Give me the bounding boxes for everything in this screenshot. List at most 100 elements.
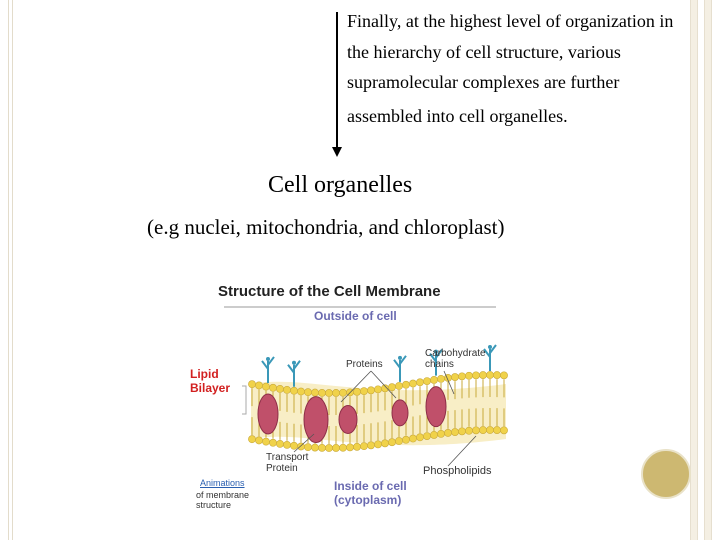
- lipid-head: [318, 388, 326, 397]
- lipid-head: [262, 382, 270, 391]
- lipid-head: [500, 426, 508, 435]
- pointer-carb: [443, 370, 455, 395]
- lipid-head: [472, 371, 480, 380]
- lipid-head: [325, 389, 333, 397]
- lipid-head: [423, 432, 431, 441]
- lipid-head: [290, 386, 298, 395]
- carbohydrate-chain: [393, 355, 407, 382]
- lipid-head: [290, 441, 298, 450]
- lipid-head: [255, 436, 263, 445]
- pointer-phospho: [447, 435, 477, 467]
- slide-right-border: [690, 0, 698, 540]
- lipid-head: [409, 434, 417, 443]
- lipid-head: [465, 371, 473, 380]
- lipid-head: [479, 426, 487, 434]
- lipid-head: [283, 440, 291, 449]
- outside-label: Outside of cell: [314, 309, 397, 323]
- lipid-head: [388, 383, 396, 392]
- proteins-label: Proteins: [346, 359, 383, 370]
- lipid-head: [416, 378, 424, 387]
- lipid-head: [318, 443, 326, 452]
- lipid-head: [458, 427, 466, 436]
- lipid-head: [430, 431, 438, 439]
- pointer-proteins-2: [370, 370, 397, 399]
- pointer-transport: [293, 433, 315, 453]
- inside-label: Inside of cell(cytoplasm): [334, 479, 407, 507]
- pointer-proteins-1: [340, 370, 372, 403]
- lipid-head: [325, 444, 333, 452]
- lipid-head: [458, 372, 466, 381]
- slide-left-border: [8, 0, 9, 540]
- lipid-head: [339, 388, 347, 397]
- paragraph-line-2: the hierarchy of cell structure, various: [347, 42, 621, 62]
- lipid-head: [472, 426, 480, 435]
- carbohydrate-chains: [261, 344, 497, 387]
- lipid-head: [409, 379, 417, 388]
- lipid-head: [465, 426, 473, 435]
- lipid-head: [311, 388, 319, 397]
- lipid-head: [311, 443, 319, 452]
- lipid-head: [416, 433, 424, 442]
- membrane-protein: [257, 393, 279, 435]
- lipid-head: [353, 387, 361, 396]
- lipid-head: [269, 438, 277, 447]
- phospholipids-label: Phospholipids: [423, 465, 492, 477]
- lipid-head: [444, 429, 452, 437]
- lipid-head: [388, 438, 396, 447]
- decorative-circle: [641, 449, 691, 499]
- lipid-head: [283, 385, 291, 394]
- figure-title: Structure of the Cell Membrane: [218, 283, 441, 300]
- lipid-head: [332, 444, 340, 452]
- lipid-head: [486, 371, 494, 379]
- carbohydrate-node: [434, 349, 438, 354]
- carbohydrate-node: [292, 360, 296, 365]
- membrane-illustration: [224, 306, 508, 467]
- lipid-head: [374, 385, 382, 394]
- lipid-head: [346, 443, 354, 452]
- membrane-protein: [303, 396, 329, 444]
- animations-link[interactable]: Animations: [200, 478, 245, 488]
- carbohydrate-node: [488, 345, 492, 349]
- paragraph-line-1: Finally, at the highest level of organiz…: [347, 11, 674, 31]
- lipid-head: [493, 426, 501, 434]
- lipid-head: [276, 384, 284, 393]
- slide-right-border-outer: [704, 0, 712, 540]
- lipid-head: [486, 426, 494, 434]
- lipid-head: [248, 380, 256, 389]
- lipid-head: [479, 371, 487, 379]
- lipid-bracket: [242, 385, 247, 415]
- lipid-head: [367, 441, 375, 450]
- lipid-head: [269, 383, 277, 392]
- lipid-head: [367, 386, 375, 395]
- membrane-proteins: [257, 386, 447, 444]
- lipid-head: [423, 377, 431, 386]
- lipid-head: [451, 428, 459, 436]
- carbohydrate-chain: [429, 349, 443, 376]
- lipid-head: [360, 387, 368, 396]
- lipid-head: [395, 437, 403, 445]
- membrane-protein: [338, 404, 358, 434]
- paragraph-line-4: assembled into cell organelles.: [347, 106, 568, 126]
- hierarchy-arrow: [336, 12, 338, 148]
- lipid-head: [353, 442, 361, 451]
- carbohydrate-chain: [287, 360, 301, 387]
- lipid-head: [262, 437, 270, 446]
- carbohydrate-chain: [483, 344, 497, 371]
- lipid-head: [276, 439, 284, 448]
- phospholipid-heads: [248, 371, 508, 452]
- cell-membrane-figure: Structure of the Cell Membrane Outside o…: [186, 274, 516, 510]
- hierarchy-arrow-head: [332, 147, 342, 157]
- lipid-head: [437, 374, 445, 383]
- carbohydrate-node: [398, 355, 402, 360]
- organelles-examples: (e.g nuclei, mitochondria, and chloropla…: [147, 215, 505, 239]
- paragraph-line-3: supramolecular complexes are further: [347, 72, 620, 92]
- lipid-head: [451, 373, 459, 381]
- lipid-head: [248, 435, 256, 444]
- membrane-protein: [425, 386, 447, 428]
- lipid-head: [430, 376, 438, 384]
- carbohydrate-node: [266, 356, 270, 361]
- lipid-head: [402, 380, 410, 389]
